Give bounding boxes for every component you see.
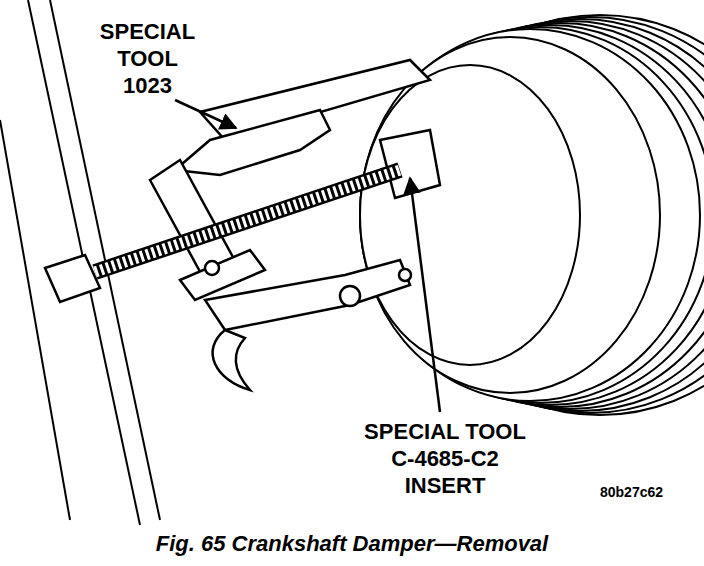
leader-lines xyxy=(175,100,440,412)
forcing-screw xyxy=(45,170,400,302)
figure-code: 80b27c62 xyxy=(600,484,700,501)
tool-callout: SPECIAL TOOL 1023 xyxy=(95,18,200,99)
puller-tool xyxy=(150,60,440,390)
tool-callout: SPECIAL TOOL C-4685-C2 INSERT xyxy=(355,418,535,499)
figure-caption: Fig. 65 Crankshaft Damper—Removal xyxy=(20,530,684,558)
